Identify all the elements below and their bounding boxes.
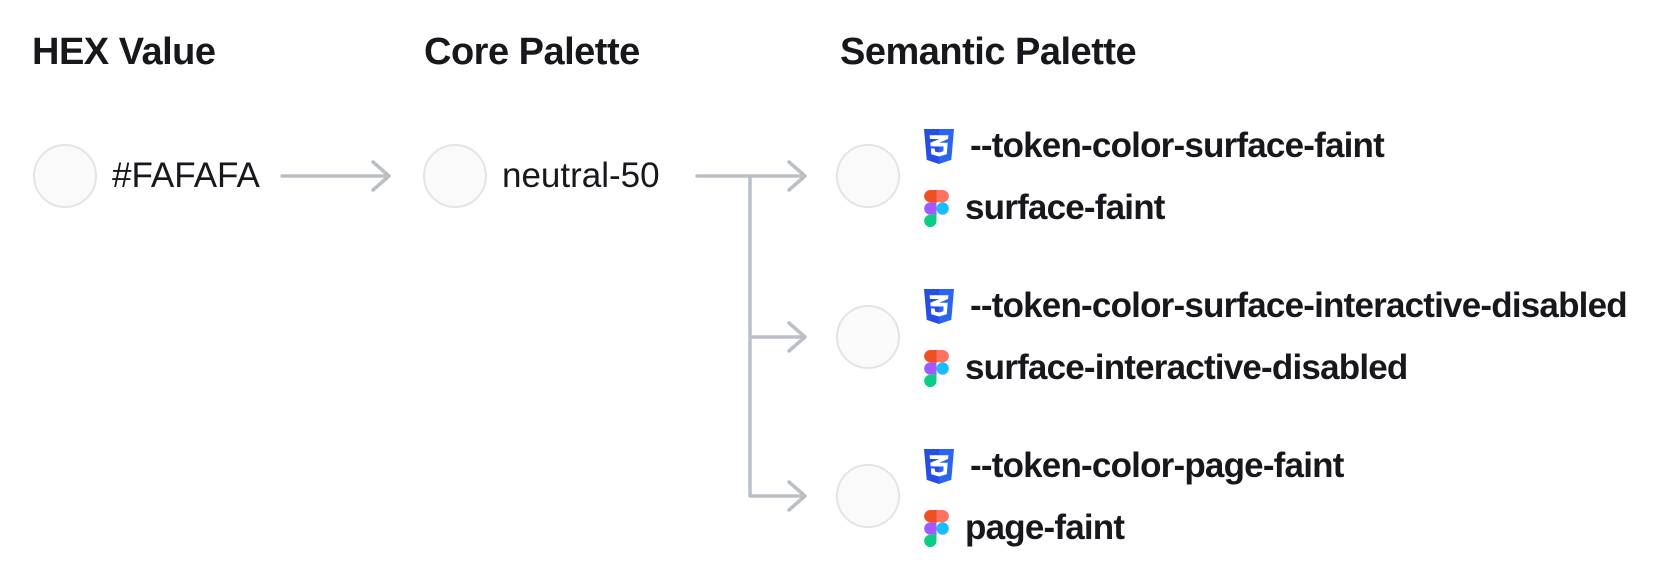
figma-logo-icon xyxy=(924,349,949,387)
css3-shield-icon xyxy=(924,288,954,324)
css-variable-name: --token-color-surface-interactive-disabl… xyxy=(970,286,1628,325)
css-variable-line: --token-color-surface-faint xyxy=(924,125,1385,167)
figma-logo-icon xyxy=(924,189,949,227)
trunk-and-bottom-branch xyxy=(748,174,803,498)
css3-shield-icon xyxy=(924,128,954,164)
css-variable-name: --token-color-surface-faint xyxy=(970,126,1385,165)
hex-color-swatch xyxy=(33,144,97,208)
semantic-token-entry: --token-color-surface-faint surface-fain… xyxy=(924,125,1385,229)
figma-style-line: page-faint xyxy=(924,507,1344,549)
figma-style-name: surface-interactive-disabled xyxy=(965,348,1408,387)
arrow-hex-to-core-head xyxy=(371,160,391,192)
branch-top-head xyxy=(787,160,807,192)
column-header-core: Core Palette xyxy=(424,31,640,73)
semantic-token-entry: --token-color-surface-interactive-disabl… xyxy=(924,285,1628,389)
semantic-swatch-2 xyxy=(836,305,900,369)
css-variable-line: --token-color-surface-interactive-disabl… xyxy=(924,285,1628,327)
css-variable-line: --token-color-page-faint xyxy=(924,445,1344,487)
figma-style-name: page-faint xyxy=(965,508,1125,547)
figma-style-line: surface-faint xyxy=(924,187,1384,229)
css-variable-name: --token-color-page-faint xyxy=(970,446,1344,485)
figma-logo-icon xyxy=(924,509,949,547)
column-header-hex: HEX Value xyxy=(32,31,216,73)
column-header-semantic: Semantic Palette xyxy=(840,31,1137,73)
figma-style-name: surface-faint xyxy=(965,188,1165,227)
branch-middle-head xyxy=(787,321,807,353)
css3-shield-icon xyxy=(924,448,954,484)
semantic-swatch-1 xyxy=(836,144,900,208)
semantic-swatch-3 xyxy=(836,464,900,528)
hex-value-label: #FAFAFA xyxy=(112,156,260,195)
core-token-label: neutral-50 xyxy=(502,156,660,195)
core-color-swatch xyxy=(423,144,487,208)
semantic-token-entry: --token-color-page-faint page-faint xyxy=(924,445,1344,549)
figma-style-line: surface-interactive-disabled xyxy=(924,347,1627,389)
branch-bottom-head xyxy=(787,480,807,512)
